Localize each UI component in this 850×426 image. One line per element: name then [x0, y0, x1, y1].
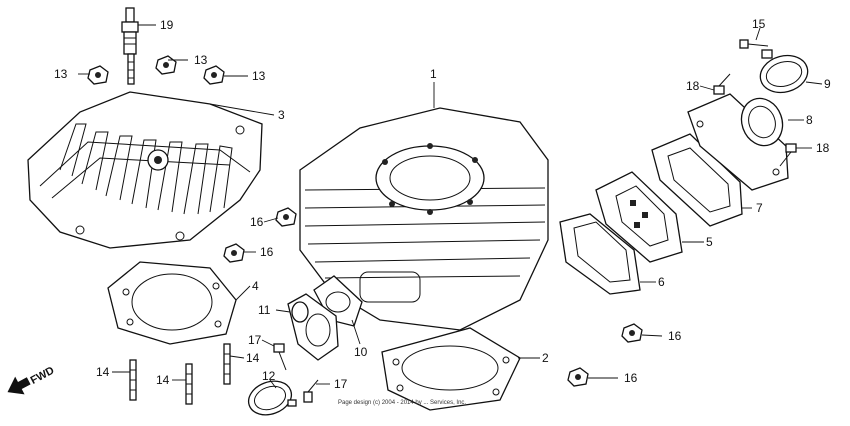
reed-gasket [559, 213, 641, 295]
callout-16-a: 16 [250, 215, 264, 229]
callout-13-right: 13 [252, 69, 266, 83]
nut-16-a [275, 207, 297, 227]
callout-8: 8 [806, 113, 813, 127]
callout-14-left: 14 [96, 365, 110, 379]
callout-14-right: 14 [246, 351, 260, 365]
cylinder-head [27, 91, 263, 249]
callout-12: 12 [262, 369, 276, 383]
callout-3: 3 [278, 108, 285, 122]
callout-16-c: 16 [668, 329, 682, 343]
callout-2: 2 [542, 351, 549, 365]
base-gasket [381, 327, 521, 411]
cylinder [299, 107, 549, 331]
callout-17-lower: 17 [334, 377, 348, 391]
callout-15: 15 [752, 17, 766, 31]
callout-4: 4 [252, 279, 259, 293]
intake-joint [687, 93, 789, 191]
callout-17-upper: 17 [248, 333, 262, 347]
spark-plug [121, 7, 139, 85]
bolt-17-upper [273, 343, 287, 371]
stud-14-center [185, 363, 193, 405]
reed-valve [595, 171, 683, 263]
stud-14-right [223, 343, 231, 385]
nut-16-b [223, 243, 245, 263]
callout-19: 19 [160, 18, 174, 32]
callout-1: 1 [430, 67, 437, 81]
callout-10: 10 [354, 345, 368, 359]
forward-label: FWD [29, 365, 57, 387]
bolt-17-lower [303, 379, 319, 403]
forward-arrow: FWD [7, 365, 57, 395]
callout-11: 11 [258, 303, 271, 317]
callout-16-b: 16 [260, 245, 274, 259]
stud-14-left [129, 359, 137, 401]
nut-13-center [155, 55, 177, 75]
callout-18-lower: 18 [816, 141, 830, 155]
leader-lines [78, 24, 823, 389]
callout-13-left: 13 [54, 67, 68, 81]
callout-18-upper: 18 [686, 79, 700, 93]
clamp-screw [739, 39, 769, 49]
clamp-band [247, 380, 297, 416]
nut-13-right [203, 65, 225, 85]
callout-9: 9 [824, 77, 831, 91]
callout-5: 5 [706, 235, 713, 249]
callout-16-d: 16 [624, 371, 638, 385]
callout-7: 7 [756, 201, 763, 215]
bolt-18-upper [713, 73, 731, 95]
nut-13-left [87, 65, 109, 85]
hose-clamp [759, 49, 809, 94]
callout-6: 6 [658, 275, 665, 289]
copyright-notice: Page design (c) 2004 - 2014 by ... Servi… [338, 400, 466, 406]
intake-manifold [287, 293, 339, 361]
reed-outer-gasket [651, 133, 743, 227]
callouts: 1 2 3 4 5 6 7 8 9 10 11 12 13 13 13 14 1… [54, 17, 831, 391]
nut-16-d [567, 367, 589, 387]
callout-13-center: 13 [194, 53, 208, 67]
head-gasket [107, 261, 237, 345]
callout-14-center: 14 [156, 373, 170, 387]
nut-16-c [621, 323, 643, 343]
